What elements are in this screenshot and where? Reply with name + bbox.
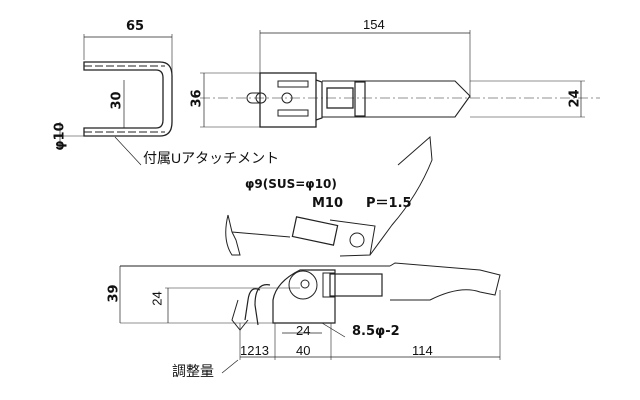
label-adjust: 調整量 (172, 363, 214, 379)
dim-adjust-range: 1213 (240, 343, 269, 358)
dim-height-base: 24 (149, 291, 165, 306)
label-u-attachment: 付属Uアタッチメント (143, 150, 280, 166)
dim-u-rod-dia: φ10 (52, 122, 68, 151)
label-hook-dia: φ9(SUS=φ10) (245, 177, 337, 191)
label-hole: 8.5φ-2 (352, 324, 400, 339)
label-thread: M10 (312, 196, 344, 211)
dim-hole-pitch: 24 (296, 323, 311, 338)
dim-lever-length: 114 (412, 343, 433, 358)
dim-overall-length: 154 (363, 17, 385, 32)
clamp-side-view (119, 135, 501, 374)
dim-u-width: 65 (126, 19, 145, 34)
u-attachment (54, 34, 173, 166)
dim-base-length: 40 (296, 343, 311, 358)
label-pitch: P＝1.5 (366, 196, 412, 211)
dim-body-height: 36 (189, 89, 205, 108)
dim-u-inner: 30 (109, 91, 125, 110)
dim-rod-height: 24 (567, 89, 583, 108)
dim-height-total: 39 (106, 284, 122, 303)
clamp-top-view (200, 30, 600, 128)
